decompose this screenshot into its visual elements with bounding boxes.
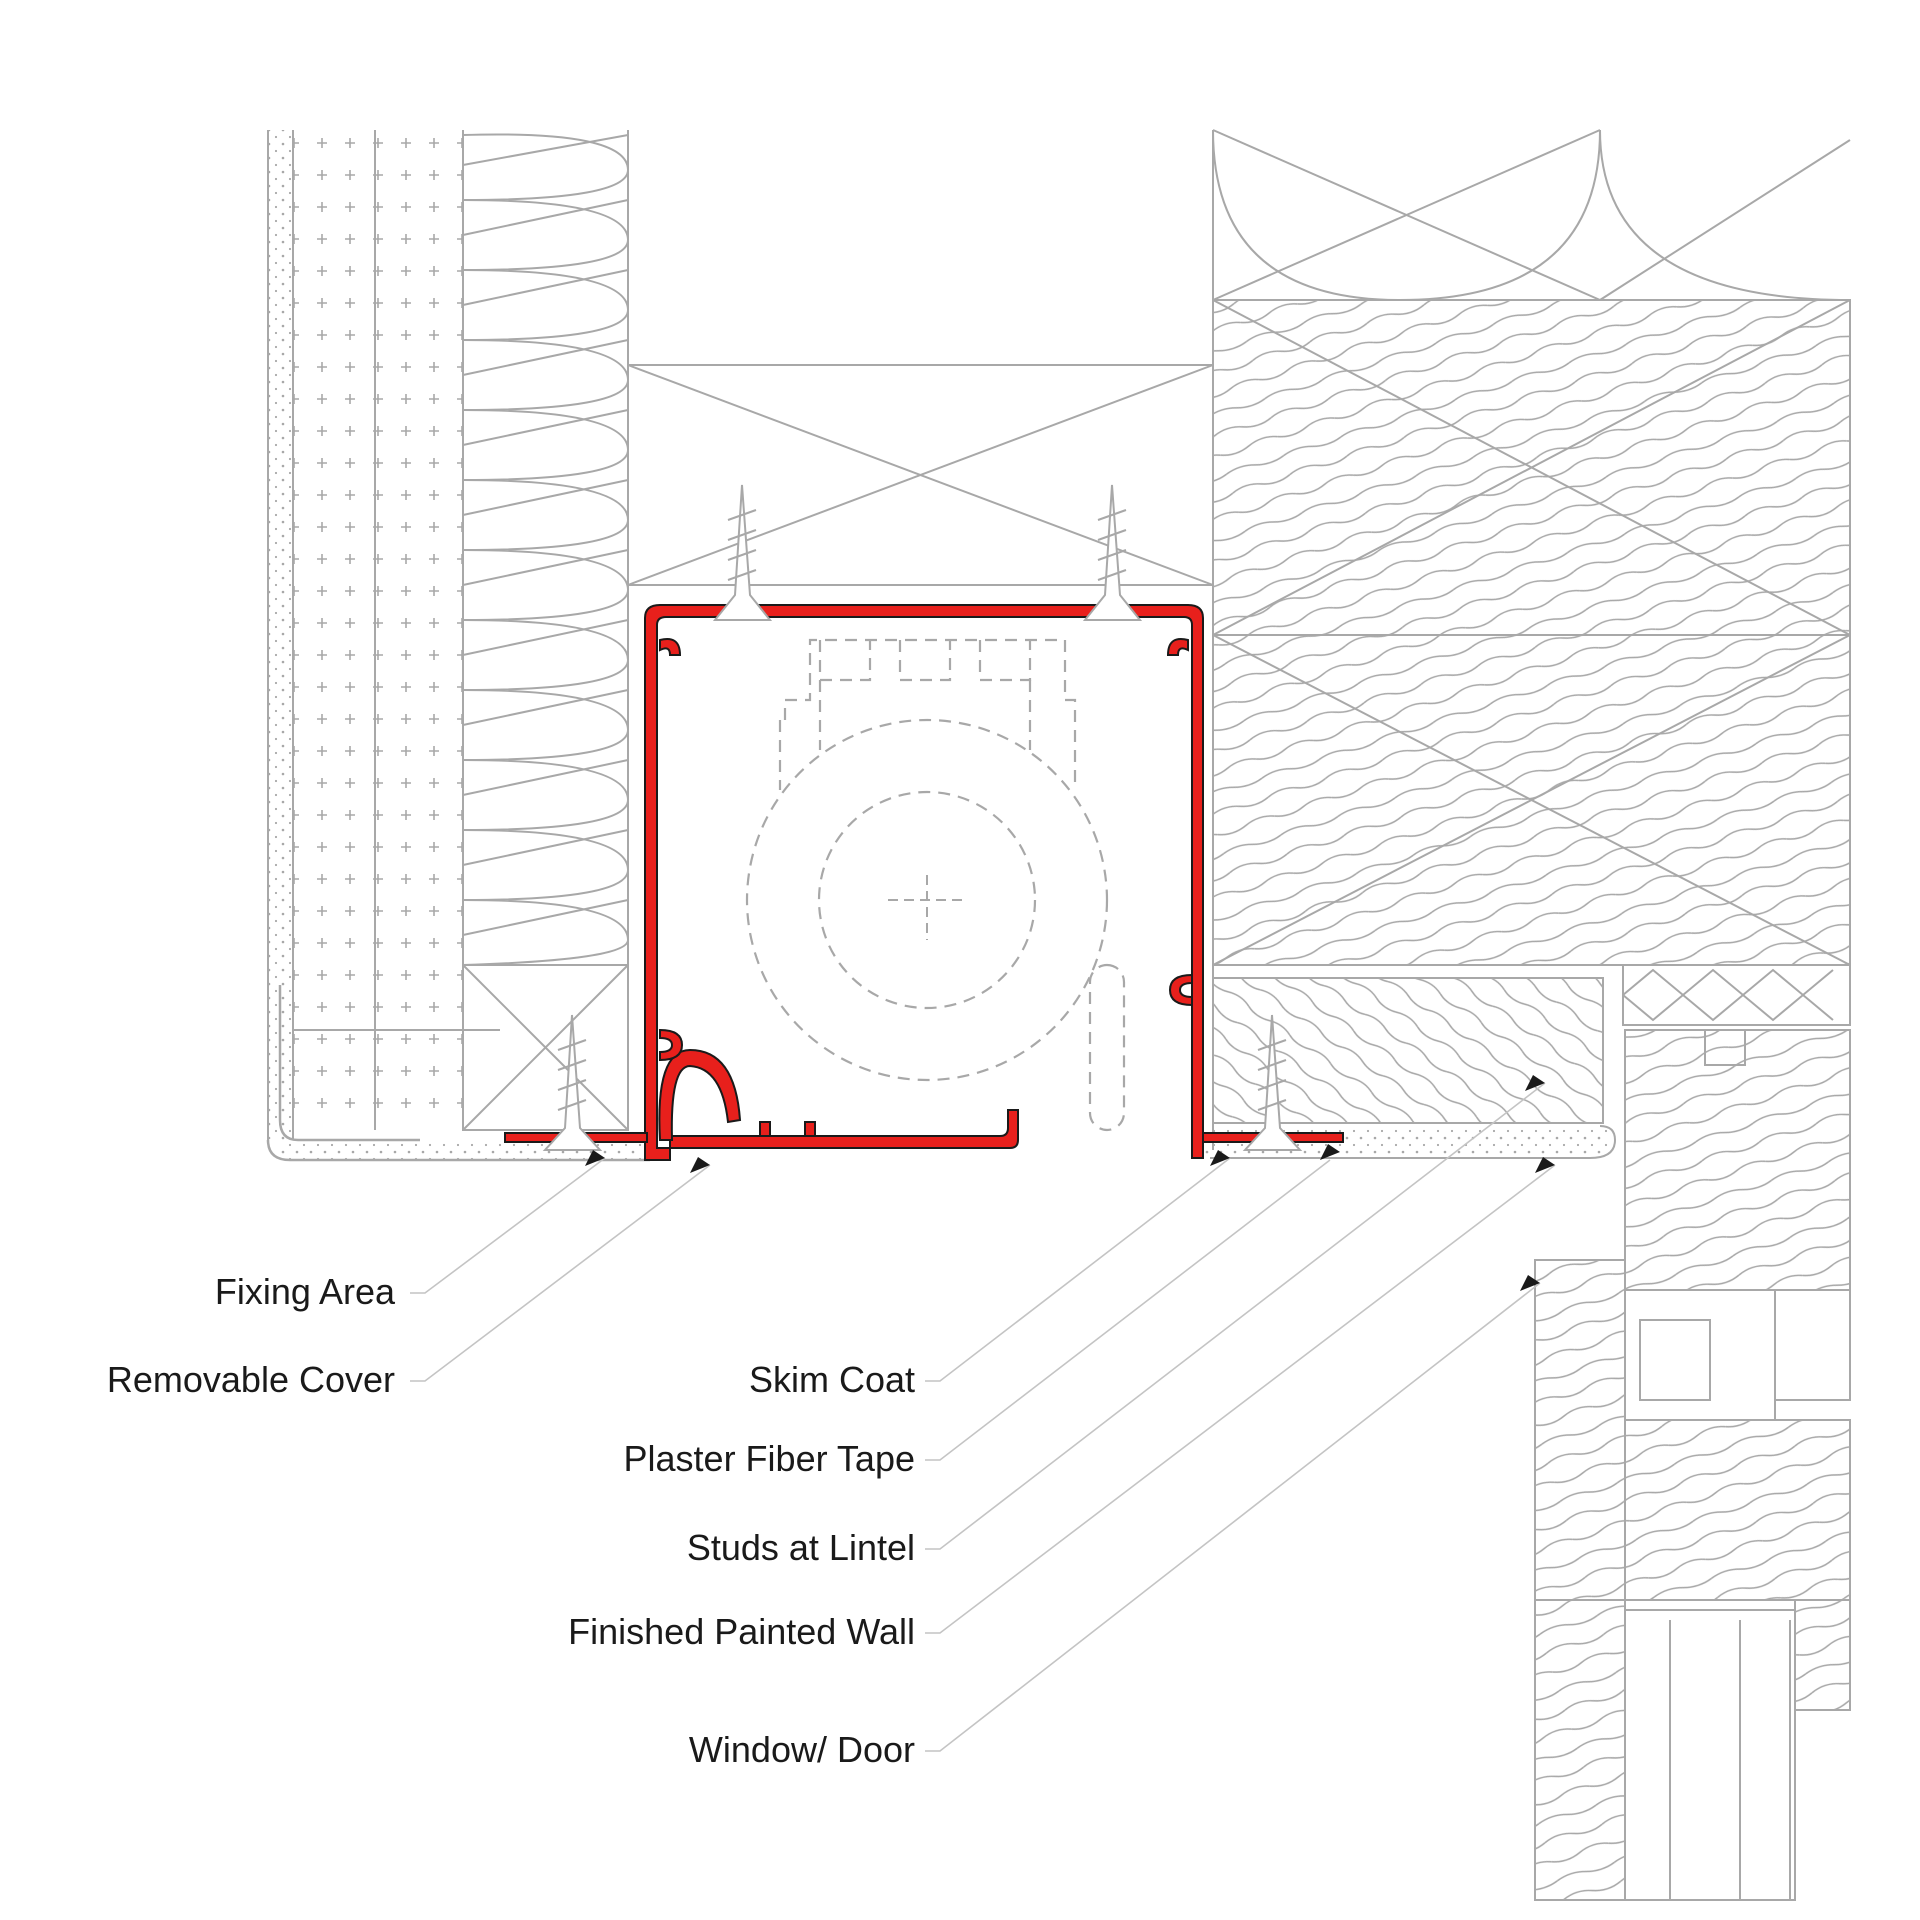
screw-left-top — [712, 484, 773, 621]
leader-lines — [410, 1082, 1556, 1752]
label-plaster-fiber-tape: Plaster Fiber Tape — [623, 1438, 915, 1479]
leader-studs-at-lintel — [925, 1082, 1546, 1550]
label-skim-coat: Skim Coat — [748, 1359, 915, 1400]
roller-axis — [888, 875, 966, 940]
leader-arrowheads — [585, 1075, 1555, 1291]
leader-plaster-fiber-tape — [925, 1159, 1331, 1461]
label-removable-cover: Removable Cover — [106, 1359, 395, 1400]
screw-right-top — [1082, 484, 1143, 621]
leader-fixing-area — [410, 1157, 606, 1294]
lintel-block — [627, 364, 1214, 586]
label-studs-at-lintel: Studs at Lintel — [686, 1527, 915, 1568]
leader-finished-painted-wall — [925, 1164, 1556, 1634]
label-window-door: Window/ Door — [688, 1729, 915, 1770]
screw-left-bottom — [542, 1014, 603, 1151]
label-finished-painted-wall: Finished Painted Wall — [568, 1611, 915, 1652]
left-wall — [266, 130, 650, 1162]
roller-housing — [745, 638, 1126, 1132]
screw-right-bottom — [1242, 1014, 1303, 1151]
label-fixing-area: Fixing Area — [214, 1271, 395, 1312]
leader-removable-cover — [410, 1164, 711, 1382]
leader-window-door — [925, 1282, 1541, 1752]
leader-skim-coat — [925, 1157, 1231, 1382]
screws — [542, 484, 1303, 1151]
right-structure — [1200, 129, 1851, 1901]
